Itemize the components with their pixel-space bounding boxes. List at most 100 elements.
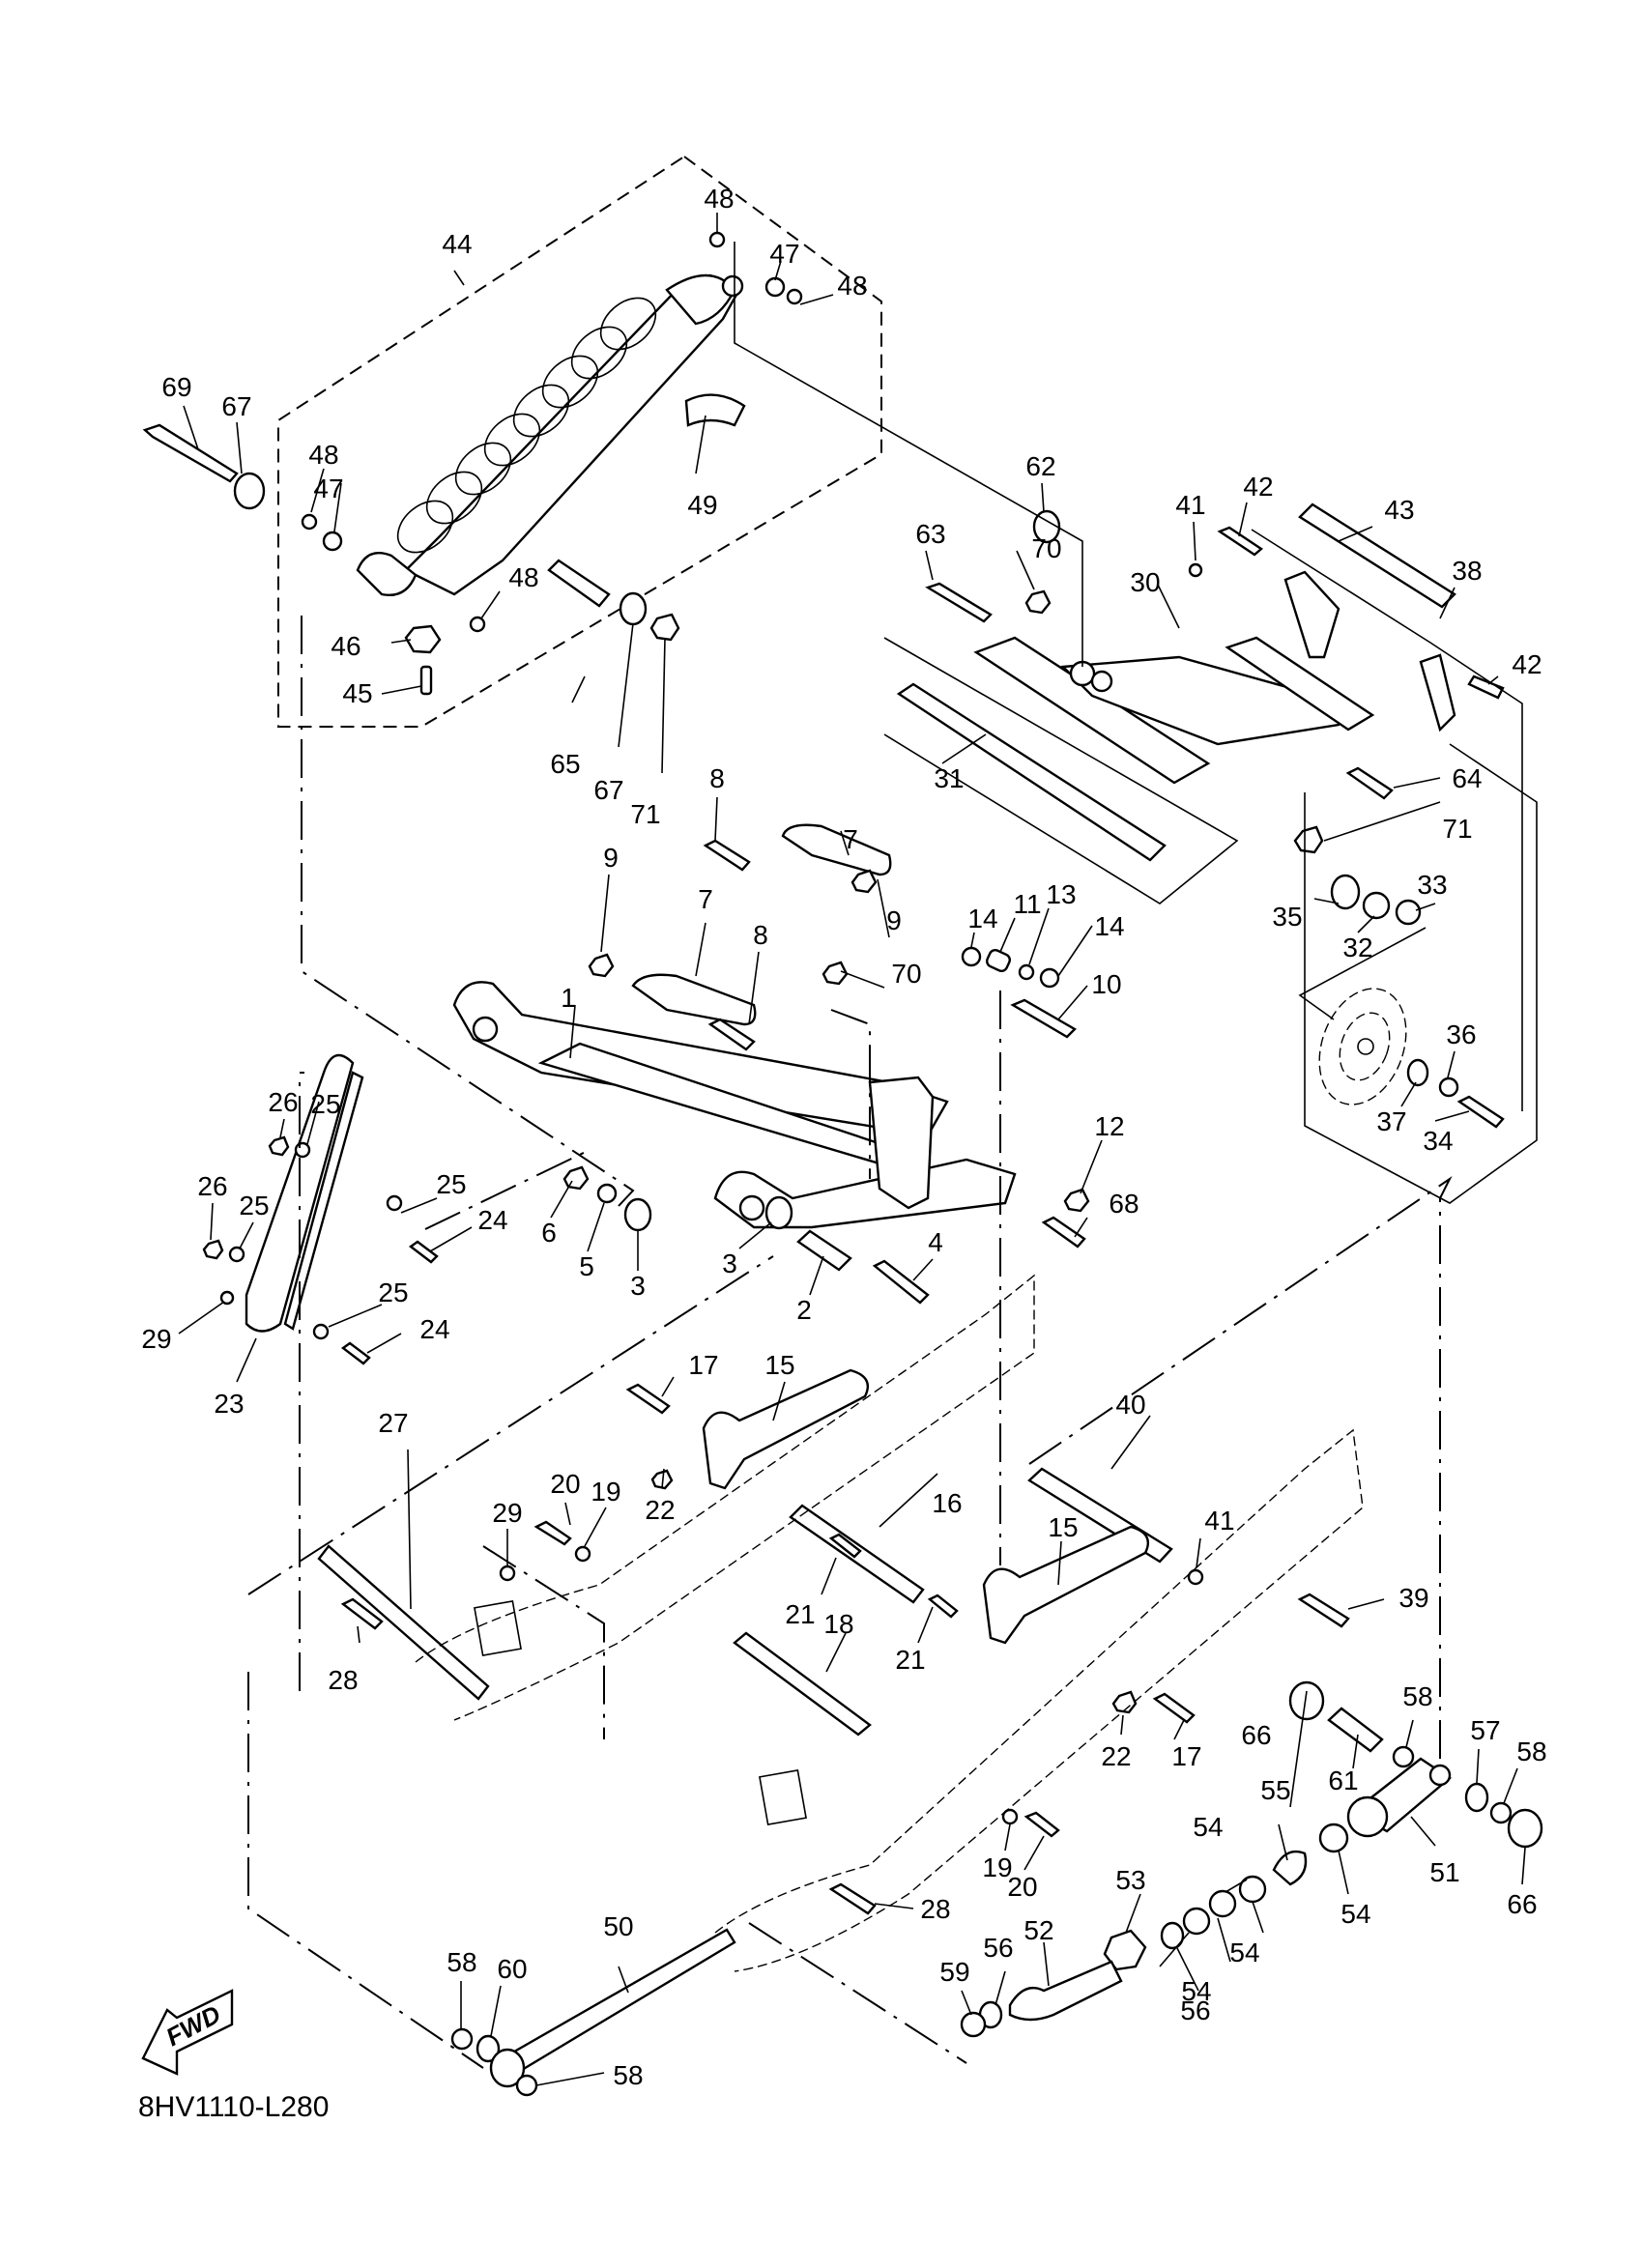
collar-62 — [1032, 509, 1061, 544]
callout-65: 65 — [550, 749, 580, 779]
callout-37: 37 — [1376, 1106, 1406, 1136]
collar-56b — [1160, 1921, 1185, 1950]
bracket-plate — [1283, 570, 1340, 659]
shock-body-51 — [1346, 1757, 1452, 1838]
callout-16: 16 — [932, 1488, 962, 1518]
callout-71: 71 — [1442, 814, 1472, 844]
adjuster-55 — [1272, 1850, 1308, 1886]
callout-57: 57 — [1470, 1715, 1500, 1745]
callout-13: 13 — [1046, 879, 1076, 909]
shock-assembly-boundary — [277, 155, 882, 728]
callout-31: 31 — [934, 763, 964, 793]
bushing-14b — [1039, 967, 1060, 989]
bushing-3a — [623, 1197, 652, 1232]
callout-59: 59 — [939, 1957, 969, 1987]
washer-33 — [1395, 899, 1422, 926]
callout-45: 45 — [342, 678, 372, 708]
washer-25b — [386, 1194, 403, 1212]
nut-53 — [1103, 1929, 1147, 1971]
bolt-21b — [927, 1593, 959, 1619]
shaft-31-bracket — [883, 637, 1239, 904]
callout-17: 17 — [1171, 1741, 1201, 1771]
bolt-24a — [408, 1240, 439, 1264]
callout-68: 68 — [1109, 1189, 1139, 1219]
callout-47: 47 — [769, 239, 799, 269]
callout-35: 35 — [1272, 902, 1302, 932]
callout-52: 52 — [1023, 1915, 1053, 1945]
nut-26a — [268, 1135, 290, 1157]
callout-9: 9 — [603, 843, 619, 873]
callout-28: 28 — [920, 1894, 950, 1924]
callout-20: 20 — [550, 1469, 580, 1499]
washer-25a — [294, 1141, 311, 1159]
callout-42: 42 — [1512, 649, 1542, 679]
collar-58d-seat — [489, 2048, 526, 2088]
callout-28: 28 — [328, 1665, 358, 1695]
bolt-42a — [1217, 526, 1263, 557]
callout-70: 70 — [1031, 533, 1061, 563]
bushing-3b — [764, 1195, 793, 1230]
washer-54a — [1182, 1907, 1211, 1936]
callout-54: 54 — [1340, 1899, 1370, 1929]
torque-arm-15b — [982, 1525, 1150, 1645]
shock-washers — [301, 231, 803, 633]
callout-36: 36 — [1446, 1019, 1476, 1049]
washer-36 — [1438, 1077, 1459, 1098]
callout-7: 7 — [698, 884, 713, 914]
bolt-24b — [340, 1341, 371, 1365]
callout-34: 34 — [1423, 1126, 1453, 1156]
callout-25: 25 — [378, 1278, 408, 1307]
callout-5: 5 — [579, 1251, 594, 1281]
callout-2: 2 — [796, 1295, 812, 1325]
callout-42: 42 — [1243, 472, 1273, 502]
callout-6: 6 — [541, 1218, 557, 1248]
bolt-8a — [703, 839, 751, 872]
callout-71: 71 — [630, 799, 660, 829]
shaft-50 — [501, 1928, 736, 2075]
callout-7: 7 — [843, 824, 858, 854]
callout-1: 1 — [561, 983, 576, 1013]
collar-66b — [1507, 1808, 1543, 1849]
callout-66: 66 — [1507, 1889, 1537, 1919]
callout-17: 17 — [688, 1350, 718, 1380]
washer-5 — [596, 1183, 618, 1204]
callout-48: 48 — [704, 184, 734, 214]
bolt-28a — [340, 1597, 384, 1630]
callout-8: 8 — [709, 763, 725, 793]
callout-29: 29 — [492, 1498, 522, 1528]
callout-46: 46 — [331, 631, 360, 661]
callout-67: 67 — [593, 775, 623, 805]
bracket-38 — [1419, 653, 1456, 732]
bolt-21a — [828, 1533, 862, 1559]
callout-69: 69 — [161, 372, 191, 402]
nut-9b — [850, 869, 878, 894]
callout-18: 18 — [823, 1609, 853, 1639]
nut-71 — [649, 613, 680, 642]
washer-25d — [312, 1323, 330, 1340]
callout-54: 54 — [1193, 1812, 1223, 1842]
bolt-4 — [872, 1259, 930, 1305]
callout-20: 20 — [1007, 1872, 1037, 1902]
callout-60: 60 — [497, 1954, 527, 1984]
callout-25: 25 — [436, 1169, 466, 1199]
callout-27: 27 — [378, 1408, 408, 1438]
bolt-68 — [1041, 1216, 1086, 1249]
nut-70b — [822, 961, 849, 986]
shaft-31 — [896, 682, 1167, 862]
callout-3: 3 — [630, 1271, 646, 1301]
callout-40: 40 — [1115, 1390, 1145, 1420]
callout-22: 22 — [1101, 1741, 1131, 1771]
callout-30: 30 — [1130, 567, 1160, 597]
callout-33: 33 — [1417, 870, 1447, 900]
callout-58: 58 — [447, 1947, 476, 1977]
shaft-18 — [733, 1631, 872, 1737]
washer-54d — [1318, 1823, 1349, 1853]
pipe-65 — [547, 559, 611, 608]
nut-71b — [1293, 825, 1324, 854]
bolt-39 — [1297, 1593, 1350, 1628]
collar-35 — [1330, 874, 1361, 910]
callout-44: 44 — [442, 229, 472, 259]
callout-19: 19 — [591, 1477, 620, 1507]
callout-48: 48 — [837, 271, 867, 301]
bolt-28b — [828, 1882, 877, 1915]
